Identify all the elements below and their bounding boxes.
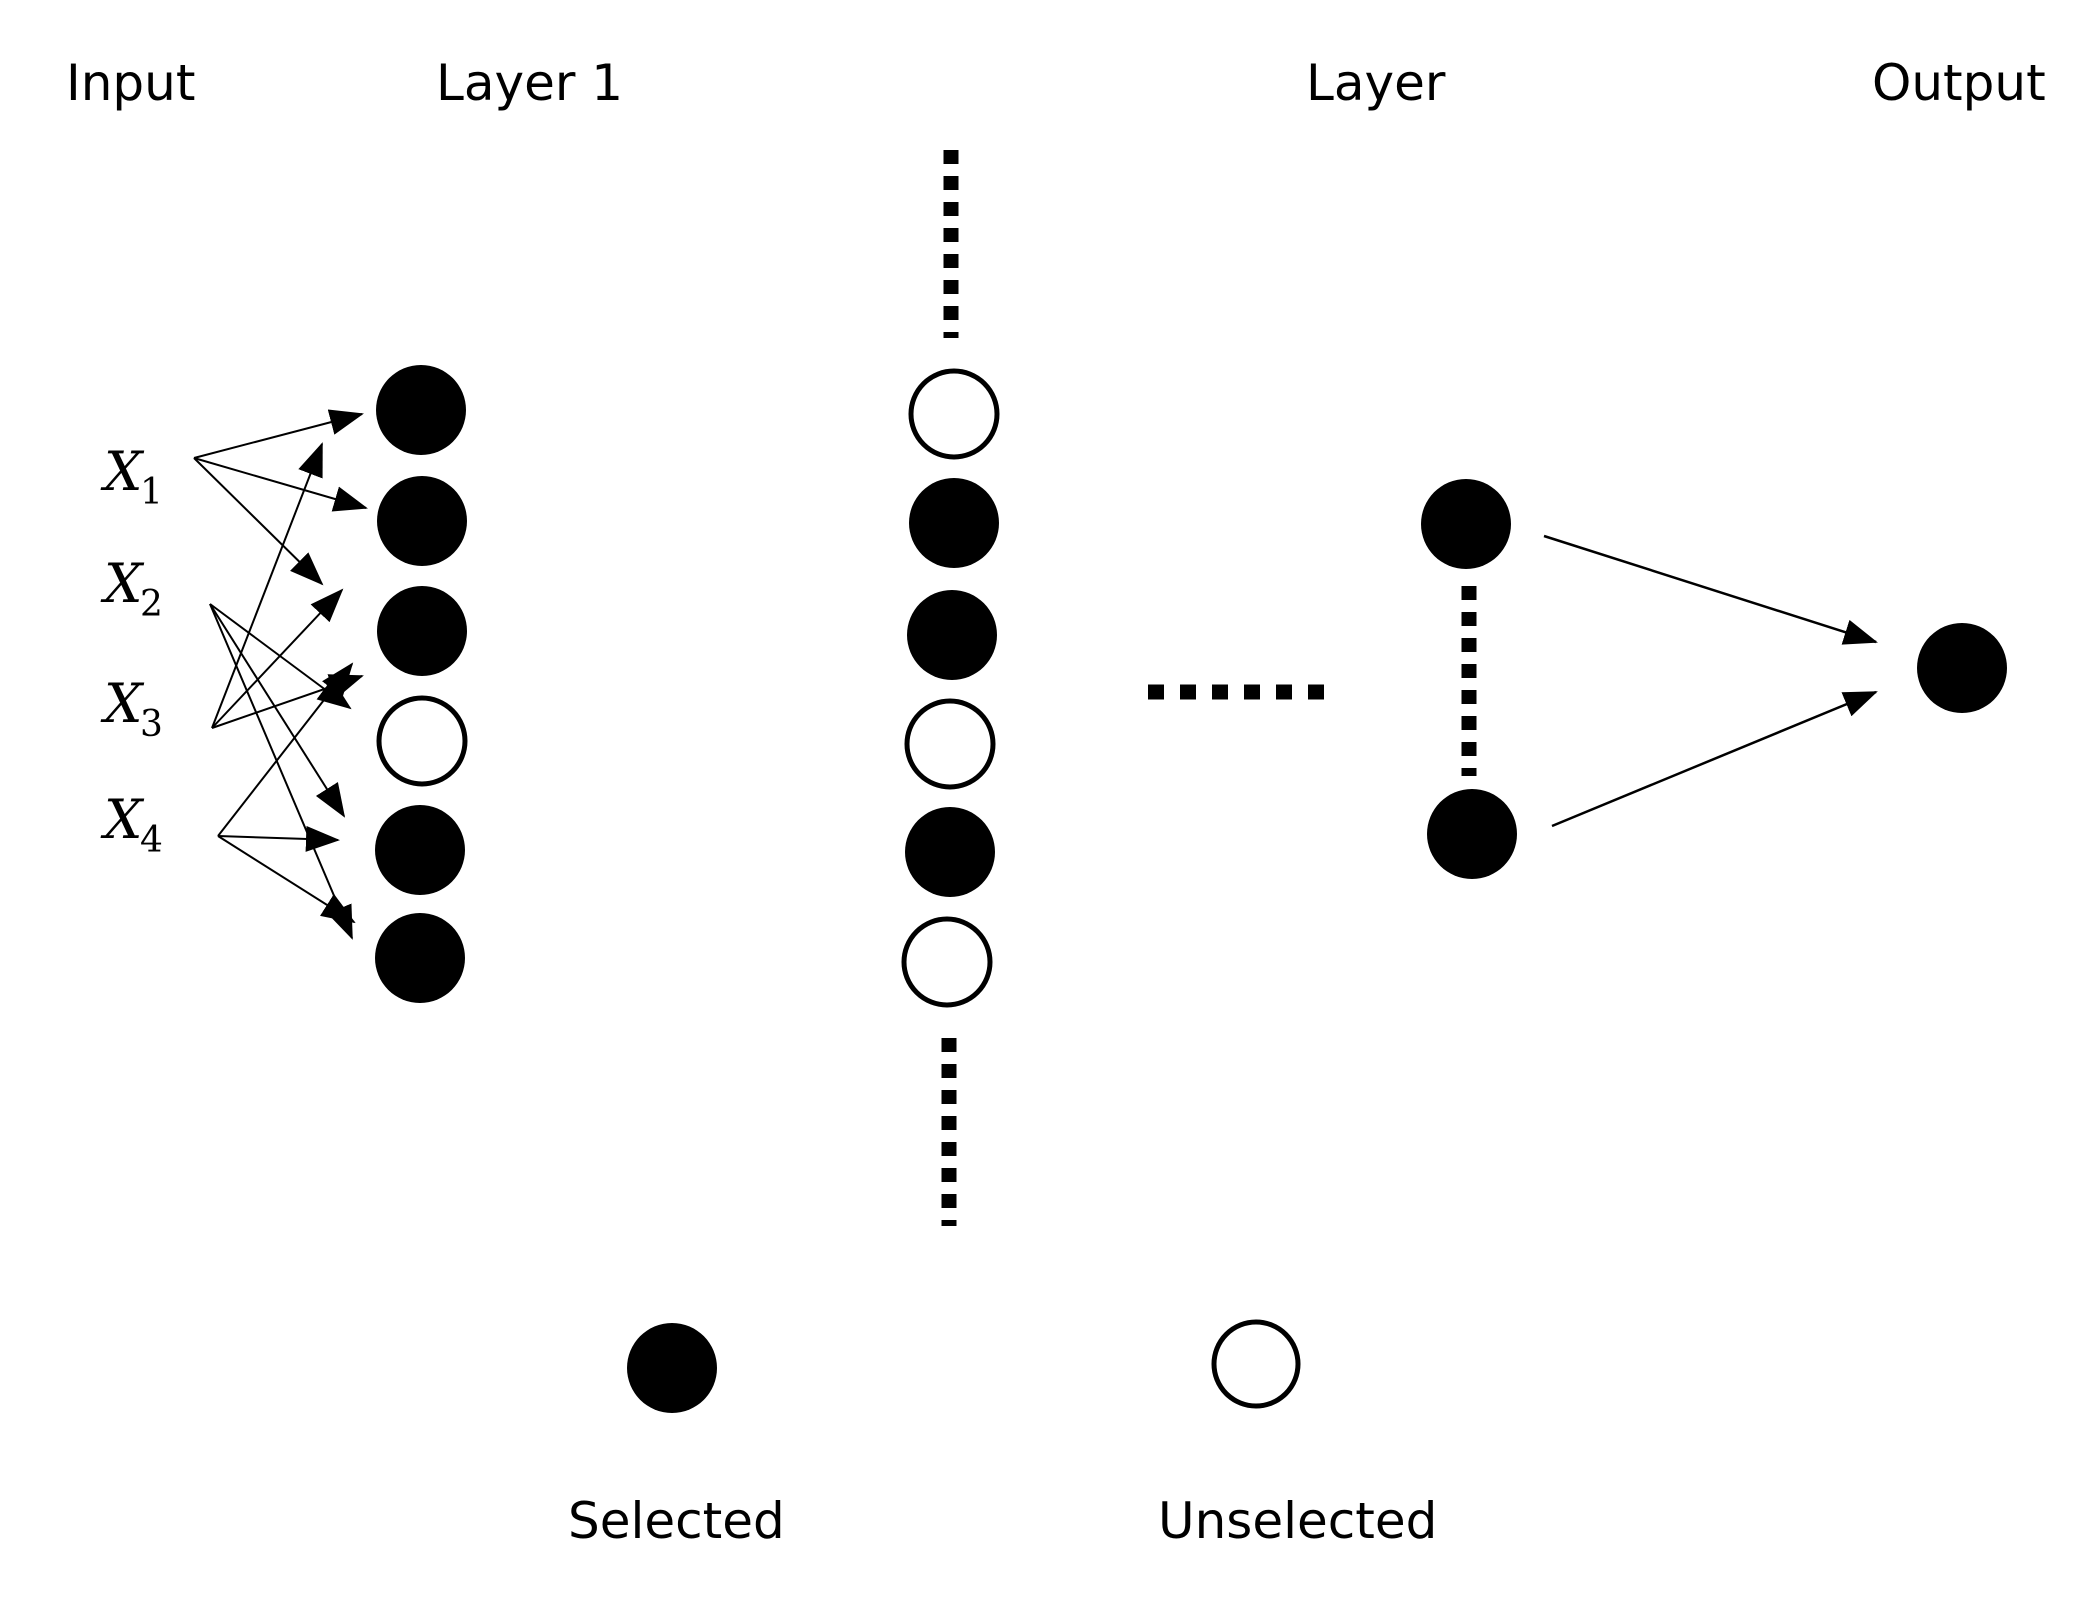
middle-layer-node-6-unselected bbox=[901, 916, 993, 1008]
layer1-node-5-selected bbox=[375, 805, 465, 895]
middle-layer-node-1-unselected bbox=[908, 368, 1000, 460]
middle-layer-node-4-unselected bbox=[904, 698, 996, 790]
input-label-x1: X 1 bbox=[100, 440, 163, 513]
layer-header: Layer bbox=[1306, 54, 1446, 112]
input-subscript: 4 bbox=[140, 820, 163, 861]
input-label-x2: X 2 bbox=[100, 552, 163, 625]
input-symbol: X bbox=[100, 552, 145, 615]
input-subscript: 3 bbox=[140, 704, 163, 745]
layer1-node-1-selected bbox=[376, 365, 466, 455]
layer1-header: Layer 1 bbox=[436, 54, 623, 112]
layer1-node-3-selected bbox=[377, 586, 467, 676]
input-subscript: 2 bbox=[140, 584, 163, 625]
last-layer-to-output-arrow bbox=[1551, 690, 1878, 828]
input-symbol: X bbox=[100, 672, 145, 735]
input-symbol: X bbox=[100, 440, 145, 503]
output-header: Output bbox=[1872, 54, 2046, 112]
middle-layer-node-3-selected bbox=[907, 590, 997, 680]
input-connections bbox=[193, 409, 368, 940]
input-header: Input bbox=[66, 54, 195, 112]
legend-selected-label: Selected bbox=[568, 1492, 785, 1550]
legend-selected-marker bbox=[627, 1323, 717, 1413]
layer1-node-4-unselected bbox=[376, 695, 468, 787]
input-to-layer1-arrow bbox=[193, 457, 368, 512]
input-to-layer1-arrow bbox=[211, 442, 323, 729]
legend-unselected-marker bbox=[1211, 1319, 1301, 1409]
input-to-layer1-arrow bbox=[211, 588, 344, 729]
input-to-layer1-arrow bbox=[217, 662, 354, 837]
layer1-nodes bbox=[375, 365, 468, 1003]
legend: Selected Unselected bbox=[568, 1319, 1437, 1550]
input-to-layer1-arrow bbox=[193, 457, 324, 586]
middle-layer-node-2-selected bbox=[909, 478, 999, 568]
middle-layer-nodes bbox=[901, 368, 1000, 1008]
legend-unselected-label: Unselected bbox=[1158, 1492, 1437, 1550]
input-to-layer1-arrow bbox=[211, 674, 364, 729]
middle-layer-node-5-selected bbox=[905, 807, 995, 897]
input-label-x3: X 3 bbox=[100, 672, 163, 745]
input-subscript: 1 bbox=[140, 472, 163, 513]
input-to-layer1-arrow bbox=[209, 603, 346, 818]
input-to-layer1-arrow bbox=[209, 603, 353, 940]
last-layer-nodes bbox=[1421, 479, 1517, 879]
layer1-node-6-selected bbox=[375, 913, 465, 1003]
input-to-layer1-arrow bbox=[193, 409, 364, 459]
input-symbol: X bbox=[100, 788, 145, 851]
last-layer-node-1-selected bbox=[1421, 479, 1511, 569]
input-to-layer1-arrow bbox=[217, 835, 356, 924]
output-node bbox=[1917, 623, 2007, 713]
last-layer-node-2-selected bbox=[1427, 789, 1517, 879]
layer1-node-2-selected bbox=[377, 476, 467, 566]
input-to-layer1-arrow bbox=[217, 825, 340, 852]
input-label-x4: X 4 bbox=[100, 788, 163, 861]
last-layer-to-output-arrow bbox=[1543, 534, 1878, 645]
